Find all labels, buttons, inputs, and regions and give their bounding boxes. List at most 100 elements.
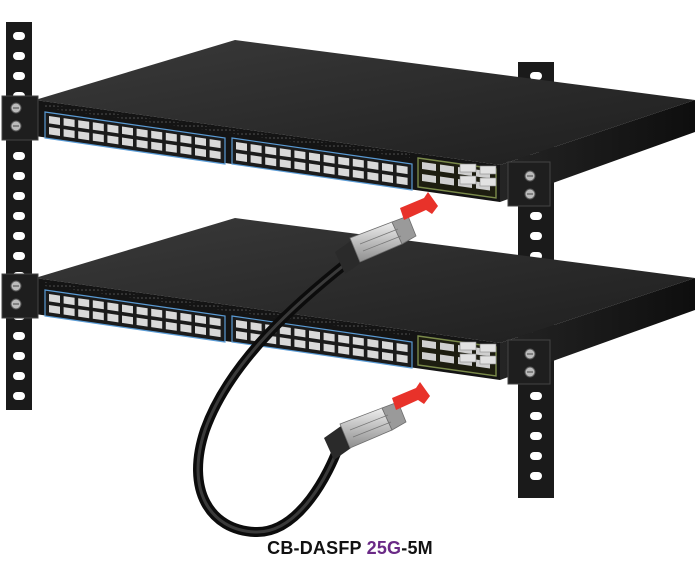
qsfp-port <box>479 355 497 365</box>
rj45-port <box>78 131 90 141</box>
rj45-port <box>294 150 306 160</box>
rj45-port <box>63 129 75 139</box>
rj45-port <box>151 141 163 151</box>
rj45-port <box>107 135 119 145</box>
rj45-port <box>338 334 350 344</box>
sfp-port <box>440 176 454 186</box>
rail-slot <box>530 212 542 220</box>
rj45-port <box>338 167 350 177</box>
port-block <box>231 137 413 191</box>
rj45-port <box>382 352 393 361</box>
rj45-port <box>250 322 262 332</box>
rack-rail-left <box>6 22 32 410</box>
rj45-port <box>195 148 206 157</box>
rj45-port <box>209 328 221 338</box>
rail-slot <box>530 232 542 240</box>
rj45-port <box>209 139 221 149</box>
sfp-port <box>440 354 454 364</box>
qsfp-port <box>479 343 497 353</box>
qsfp-port <box>459 163 477 173</box>
rack-ear-left <box>1 95 39 141</box>
qsfp-port <box>479 177 497 187</box>
rj45-port <box>382 341 393 350</box>
sfp-port <box>422 174 436 183</box>
rail-slot <box>530 392 542 400</box>
rj45-port <box>309 163 320 173</box>
rail-slot <box>530 432 542 440</box>
rj45-port <box>250 144 262 154</box>
rj45-port <box>78 309 90 319</box>
rail-slot <box>13 172 25 180</box>
rj45-port <box>396 165 408 175</box>
rj45-port <box>136 306 148 316</box>
rj45-port <box>92 133 104 143</box>
rail-slot <box>13 252 25 260</box>
rj45-port <box>236 142 247 151</box>
rj45-port <box>63 307 75 317</box>
rj45-port <box>180 134 192 144</box>
qsfp-port <box>459 353 477 363</box>
rail-slot <box>13 192 25 200</box>
rj45-port <box>122 137 133 147</box>
rj45-port <box>165 310 177 320</box>
rj45-port <box>352 347 364 357</box>
product-caption: CB-DASFP 25G-5M <box>0 538 700 559</box>
rail-slot <box>13 352 25 360</box>
transceiver-lower <box>324 401 407 460</box>
rj45-port <box>107 124 119 134</box>
caption-length: -5M <box>401 538 433 558</box>
rj45-port <box>49 294 60 303</box>
caption-speed: 25G <box>366 538 402 558</box>
rj45-port <box>151 319 163 329</box>
rail-slot <box>13 52 25 60</box>
rj45-port <box>209 317 221 327</box>
rj45-port <box>107 313 119 323</box>
qsfp-port <box>459 175 477 185</box>
rail-slot <box>530 452 542 460</box>
rj45-port <box>352 158 364 168</box>
sfp-port <box>422 162 436 171</box>
rj45-port <box>107 302 119 312</box>
rj45-port <box>165 321 177 331</box>
rj45-port <box>195 137 206 146</box>
rack-ear-right <box>507 161 551 207</box>
rack-ear-left <box>1 273 39 319</box>
rj45-port <box>367 171 379 181</box>
cable-highlight <box>196 260 350 534</box>
rj45-port <box>180 323 192 333</box>
rail-slot <box>13 332 25 340</box>
rail-slot <box>13 32 25 40</box>
rj45-port <box>165 132 177 142</box>
rj45-port <box>49 116 60 125</box>
rj45-port <box>396 343 408 353</box>
rj45-port <box>279 159 291 169</box>
rj45-port <box>323 165 335 175</box>
rail-slot <box>530 472 542 480</box>
rj45-port <box>122 304 133 314</box>
rj45-port <box>165 143 177 153</box>
rj45-port <box>309 152 320 162</box>
rj45-port <box>122 126 133 136</box>
rj45-port <box>338 156 350 166</box>
rj45-port <box>92 122 104 132</box>
rj45-port <box>367 160 379 170</box>
rj45-port <box>236 331 247 340</box>
rj45-port <box>49 305 60 314</box>
sfp-port <box>440 164 454 174</box>
rj45-port <box>323 154 335 164</box>
rj45-port <box>236 320 247 329</box>
rj45-port <box>78 298 90 308</box>
rj45-port <box>195 326 206 335</box>
rj45-port <box>250 155 262 165</box>
rj45-port <box>323 332 335 342</box>
rail-slot <box>13 212 25 220</box>
rj45-port <box>367 349 379 359</box>
rj45-port <box>78 120 90 130</box>
port-block <box>44 289 226 343</box>
rj45-port <box>136 139 148 149</box>
rj45-port <box>279 337 291 347</box>
rj45-port <box>92 311 104 321</box>
rj45-port <box>92 300 104 310</box>
rail-slot <box>13 72 25 80</box>
